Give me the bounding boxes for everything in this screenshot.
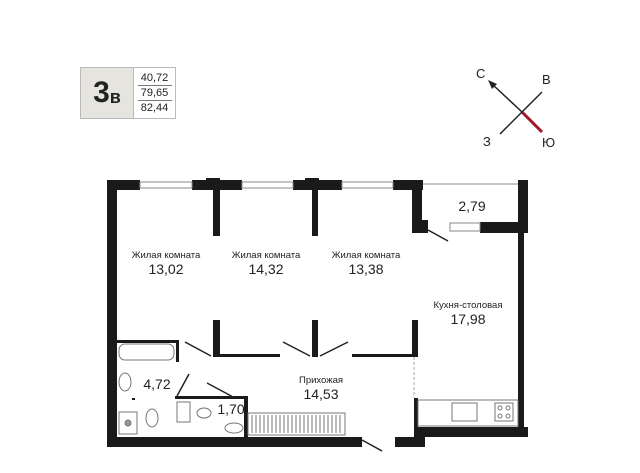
door-swings [176,229,449,452]
room-wc-area: 1,70 [217,401,245,417]
room-area: 14,32 [248,261,284,277]
toilet-icon [196,407,212,419]
compass-north: С [476,66,486,81]
washbasin-icon [118,372,132,392]
washbasin-icon [224,422,244,434]
toilet-icon [145,408,159,428]
kitchen-counter [417,399,519,427]
room-area: 14,53 [303,386,339,402]
room-name: Прихожая [298,375,344,386]
type-letter: в [109,86,121,107]
room-name: Жилая комната [331,250,401,261]
room-name: Жилая комната [131,250,201,261]
area-summary: 40,72 79,65 82,44 [134,68,175,118]
room-area: 13,02 [148,261,184,277]
room-area: 13,38 [348,261,384,277]
boiler-icon [176,401,191,423]
total-area: 79,65 [137,86,172,101]
wardrobe-icon [247,412,346,436]
room-count: 3 [93,76,110,109]
compass-south: Ю [542,135,556,150]
room-balcony-area: 2,79 [458,198,486,214]
living-area: 40,72 [137,71,172,86]
room-name: Кухня-столовая [433,300,503,311]
room-name: Жилая комната [231,250,301,261]
compass-west: З [483,134,491,149]
sink-icon [451,402,478,422]
total-area-with-balcony: 82,44 [140,102,169,114]
washing-machine-icon [118,411,138,435]
compass-east: В [542,72,551,87]
windows [139,181,518,232]
room-area: 17,98 [450,311,486,327]
walls [107,178,528,447]
compass-icon [488,80,544,135]
bathtub-icon [118,343,175,361]
stove-icon [494,402,514,422]
room-bathroom-area: 4,72 [143,376,171,392]
sanitary-fixtures [118,372,244,435]
